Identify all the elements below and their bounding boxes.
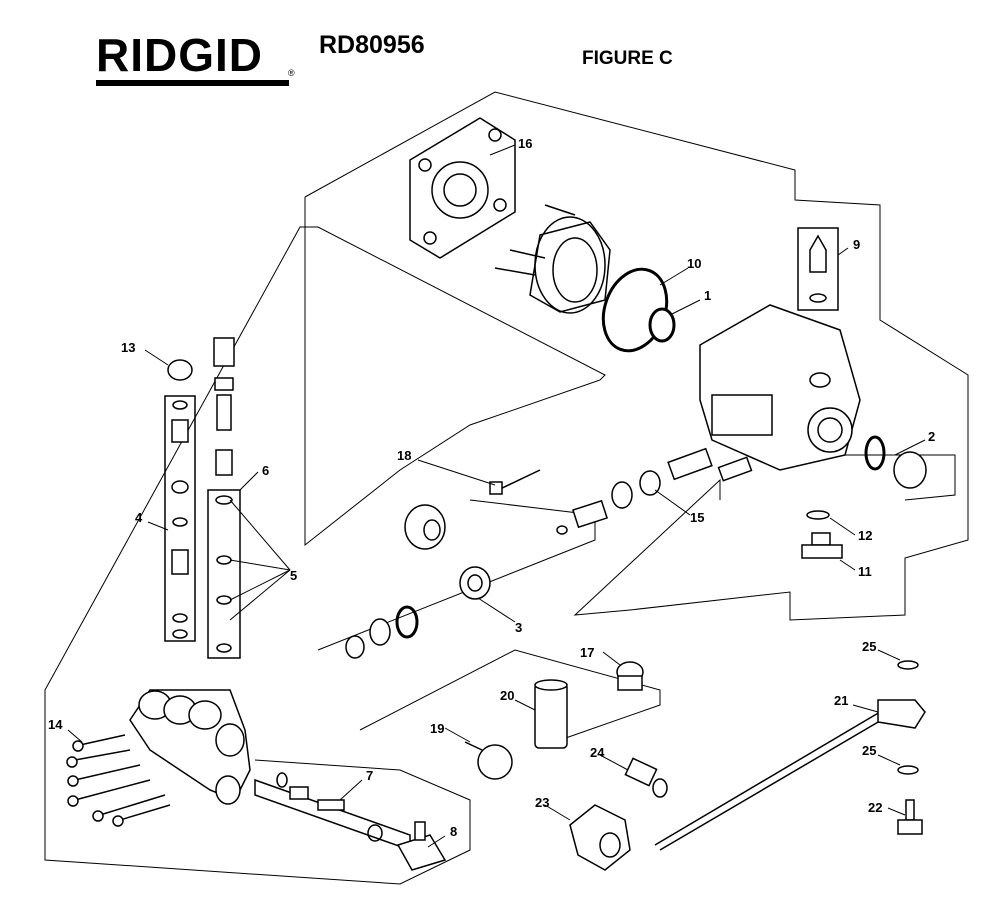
oring-part-2 [864, 435, 886, 471]
callout-2: 2 [928, 429, 935, 444]
boundary-lower-group [317, 499, 596, 651]
plug-part-17 [616, 661, 644, 691]
plug-part-11 [801, 532, 843, 559]
fitting-part-9 [797, 227, 839, 311]
valve-kit-part-6 [207, 337, 241, 659]
nipple-part-24 [624, 757, 668, 798]
bolt-part-18 [489, 469, 541, 495]
washer-part-25a [897, 660, 919, 670]
flange-adapter-part [494, 204, 611, 314]
callout-4: 4 [135, 510, 143, 525]
callout-7: 7 [366, 768, 373, 783]
callout-19: 19 [430, 721, 444, 736]
callout-15: 15 [690, 510, 704, 525]
callout-24: 24 [590, 745, 605, 760]
callout-20: 20 [500, 688, 514, 703]
brand-name: RIDGID [96, 29, 263, 81]
callout-6: 6 [262, 463, 269, 478]
callout-17: 17 [580, 645, 594, 660]
boundary-manifold-group [44, 197, 606, 885]
callout-9: 9 [853, 237, 860, 252]
figure-label: FIGURE C [582, 48, 673, 69]
bolts-part-14 [66, 734, 171, 827]
callout-14: 14 [48, 717, 63, 732]
hose-connector-part-19 [464, 741, 513, 780]
callout-labels: 1 2 3 4 5 6 7 8 9 10 11 12 13 14 15 16 1… [48, 136, 935, 839]
filter-part-20 [534, 679, 568, 749]
bolt-part-22 [897, 799, 923, 835]
seal-part-1 [648, 307, 676, 343]
logo-underline [96, 80, 289, 86]
callout-22: 22 [868, 800, 882, 815]
quick-coupler-part-23 [569, 804, 631, 871]
callout-3: 3 [515, 620, 522, 635]
pump-body-part [699, 304, 861, 471]
callout-8: 8 [450, 824, 457, 839]
callout-13: 13 [121, 340, 135, 355]
piston-assembly-part-15 [556, 447, 753, 535]
boundary-pump-group [304, 91, 969, 621]
oring-part-12 [806, 510, 830, 520]
fitting-part-8 [396, 821, 447, 871]
plug-part-2 [893, 451, 927, 489]
mounting-plate-part [409, 117, 516, 259]
unloader-part-7 [254, 772, 411, 852]
callout-23: 23 [535, 795, 549, 810]
callout-16: 16 [518, 136, 532, 151]
boundary-accessory-group [359, 649, 661, 741]
leader-lines [67, 144, 926, 848]
callout-18: 18 [397, 448, 411, 463]
callout-21: 21 [834, 693, 848, 708]
model-number: RD80956 [319, 31, 425, 59]
callout-5: 5 [290, 568, 297, 583]
callout-12: 12 [858, 528, 872, 543]
washer-part-25b [897, 765, 919, 775]
valve-kit-part-4 [164, 359, 196, 642]
registered-mark: ® [288, 68, 295, 78]
callout-10: 10 [687, 256, 701, 271]
seal-kit-part-3 [345, 504, 491, 659]
callout-25b: 25 [862, 743, 876, 758]
probe-part-21 [654, 699, 926, 851]
manifold-part [129, 689, 251, 805]
callout-1: 1 [704, 288, 711, 303]
callout-11: 11 [858, 564, 872, 579]
callout-25a: 25 [862, 639, 876, 654]
